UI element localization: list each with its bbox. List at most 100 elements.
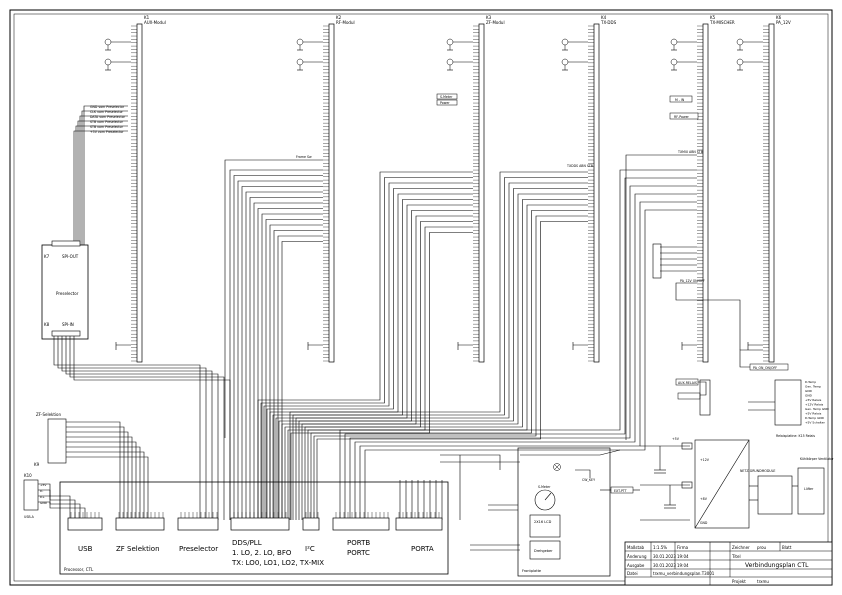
processor-board: Processor, CTL USB ZF Selektion Preselec… xyxy=(59,481,449,575)
net-power: Power xyxy=(440,101,450,105)
usb-pin-3: GND xyxy=(40,501,48,505)
proc-porta: PORTA xyxy=(411,545,434,553)
net-pa-on-off: PA_ON_ON/OFF xyxy=(753,366,777,370)
processor-label: Processor, CTL xyxy=(64,567,94,572)
tb-titel-label: Titel xyxy=(731,554,741,559)
k6-name: PA_12V xyxy=(776,20,791,25)
k2-name: RF-Modul xyxy=(336,20,355,25)
net-aux-relay: AUX-RELAIS xyxy=(678,381,697,385)
tb-datei-label: Datei xyxy=(627,571,638,576)
proc-i2c: I²C xyxy=(305,545,315,553)
ps-gnd: GND xyxy=(700,521,708,525)
pre-sig-3: STB vom Preselector xyxy=(90,120,124,124)
aux-box-label: Kühlkörper Ventilator xyxy=(800,457,834,461)
k1-id: K1 xyxy=(144,15,150,20)
pre-sig-1: CLK vom Preselector xyxy=(90,110,124,114)
relay-item-0: D-Temp xyxy=(805,380,816,384)
net-txdds-stb: TXDDS ABN STB xyxy=(566,164,593,168)
ps-label: NETZ-GRUNDMODULE xyxy=(740,469,775,473)
zf-selektion-connector: ZF-Selektion K9 xyxy=(34,412,67,467)
usb-pin-1: D- xyxy=(40,489,43,493)
relay-item-2: GND xyxy=(805,389,813,393)
tb-blatt-label: Blatt xyxy=(782,545,792,550)
s-meter-icon xyxy=(534,489,556,511)
usb-pin-0: +5V xyxy=(40,483,47,487)
tb-firma-label: Firma xyxy=(677,545,689,550)
processor-header xyxy=(67,512,103,531)
front-panel: Frontplatte 2X16 LCD Drehgeber S-Meter xyxy=(517,447,611,577)
aux-box-vent: Lüfter xyxy=(804,487,814,491)
tb-ausgabe-date: 30.01.2023 xyxy=(653,563,676,568)
net-cw-key: CW_KEY xyxy=(582,478,595,482)
pre-sig-5: +5V vom Preselector xyxy=(90,130,124,134)
usb-plug-conn: K10 xyxy=(24,473,32,478)
processor-header xyxy=(230,512,290,531)
tb-projekt-label: Projekt xyxy=(732,579,746,584)
proc-dds-1: 1. LO, 2. LO, BFO xyxy=(232,549,292,557)
processor-header xyxy=(332,512,390,531)
processor-header xyxy=(302,512,320,531)
k5-id: K5 xyxy=(710,15,716,20)
wiring-harness xyxy=(38,105,775,551)
drawing-inner-frame xyxy=(13,13,829,582)
net-ext-ptt: EXT-PTT xyxy=(614,489,627,493)
processor-header xyxy=(177,512,219,531)
connector-k3-strip xyxy=(473,23,485,363)
net-pa-12v-on: PA_12V ON/OFF xyxy=(680,279,705,283)
proc-usb: USB xyxy=(78,545,93,553)
pre-sig-4: STB vom Preselector xyxy=(90,125,124,129)
processor-header xyxy=(395,512,443,531)
drawing-frame xyxy=(9,9,833,586)
front-encoder: Drehgeber xyxy=(534,549,553,553)
front-lcd: 2X16 LCD xyxy=(534,520,552,524)
k4-name: TX-DDS xyxy=(600,20,617,25)
connector-k6-strip xyxy=(763,23,775,363)
tb-zeichner: prou xyxy=(757,545,767,550)
tb-ausgabe-label: Ausgabe xyxy=(627,563,645,568)
relay-item-4: +5V Relais xyxy=(805,398,822,402)
tb-zeichner-label: Zeichner xyxy=(732,545,750,550)
front-smeter: S-Meter xyxy=(538,485,551,489)
k7-label: K7 xyxy=(44,254,50,259)
ps-12v: +12V xyxy=(700,458,710,462)
usb-plug-label: USB-A xyxy=(24,515,35,519)
net-s-meter: S-Meter xyxy=(440,95,453,99)
tb-massstab-label: Maßstab xyxy=(627,545,645,550)
preselector-module: K7 SPI-OUT Preselector K8 SPI-IN xyxy=(41,240,89,340)
relay-item-7: +5V Relais xyxy=(805,412,822,416)
usb-pin-2: D+ xyxy=(40,495,45,499)
tb-massstab: 1:1.5% xyxy=(653,545,667,550)
tb-projekt: trxmu xyxy=(757,579,769,584)
net-m-in: M - IN xyxy=(675,98,685,102)
proc-portb: PORTB xyxy=(347,539,370,547)
connector-k2-strip xyxy=(323,23,335,363)
relay-box-label: Relaisplatine: K15 Relais xyxy=(776,434,815,438)
ps-8v: +8V xyxy=(700,497,708,501)
net-labels: Frame Sw S-Meter Power TXDDS ABN STB TXM… xyxy=(296,93,789,494)
k5-name: TX-MISCHER xyxy=(709,20,735,25)
usb-plug: K10 +5V D- D+ GND USB-A xyxy=(23,473,48,519)
tb-aenderung-label: Änderung xyxy=(627,554,647,559)
relay-box: Relaisplatine: K15 Relais D-Temp Gen. Te… xyxy=(774,379,829,438)
proc-dds-0: DDS/PLL xyxy=(232,539,262,547)
power-supply-text: NETZ-GRUNDMODULE +5V +12V +8V GND Kühlkö… xyxy=(672,437,834,525)
net-frame-sw: Frame Sw xyxy=(296,155,312,159)
zf-selektion-conn: K9 xyxy=(34,462,40,467)
k2-id: K2 xyxy=(336,15,342,20)
preselector-title: Preselector xyxy=(56,291,79,296)
pre-sig-2: DATA vom Preselector xyxy=(90,115,126,119)
k3-name: ZF-Modul xyxy=(486,20,505,25)
tb-datei: trxmu_verbindungsplan.T3001 xyxy=(653,571,715,576)
ps-5v: +5V xyxy=(672,437,680,441)
net-txmix-stb: TXMIX ABN STB xyxy=(677,150,703,154)
connector-k1-strip xyxy=(131,23,143,363)
spi-in-label: SPI-IN xyxy=(62,322,74,327)
tb-aenderung-time: 19:04 xyxy=(677,554,689,559)
power-rail-symbols xyxy=(104,38,763,350)
front-panel-label: Frontplatte xyxy=(522,569,541,573)
title-block: Maßstab 1:1.5% Firma Zeichner prou Blatt… xyxy=(624,541,833,586)
relay-item-6: Gen. Temp GND xyxy=(805,407,829,411)
proc-preselector: Preselector xyxy=(179,545,218,553)
connector-headers: K1 AUX-Modul K2 RF-Modul K3 ZF-Modul K4 … xyxy=(144,15,791,25)
